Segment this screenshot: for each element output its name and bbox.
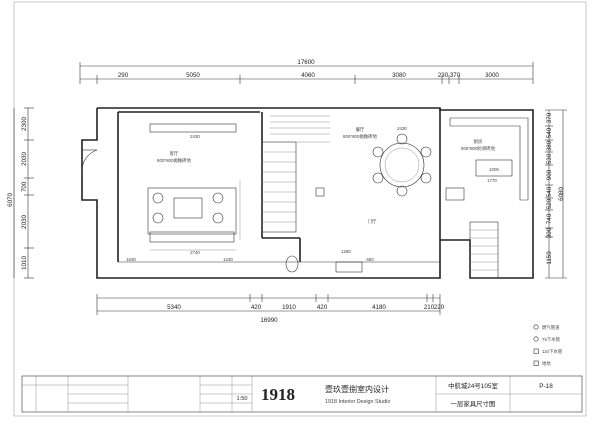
firm-logo: 1918 <box>261 385 295 404</box>
legend-item-1: 燃气管道 <box>542 324 560 331</box>
dim-left-2: 2030 <box>21 152 28 166</box>
dim-bottom-2: 420 <box>251 304 262 311</box>
legend-gas-icon <box>533 324 539 330</box>
dim-top-total: 17600 <box>297 59 315 66</box>
dim-top-6: 370 <box>450 72 461 79</box>
dim-right-6: 540 <box>546 186 553 197</box>
dim-right-total: 6080 <box>558 187 565 201</box>
dim-top-7: 3000 <box>485 72 499 79</box>
dim-bottom-total: 16990 <box>260 317 278 324</box>
stove <box>445 187 465 201</box>
staircase <box>261 115 330 233</box>
furn-dim-3: 1280 <box>341 249 351 254</box>
furn-dim-4: 2430 <box>397 126 407 131</box>
dim-top-3: 4060 <box>301 72 315 79</box>
project-name: 中航城24号105室 <box>448 381 498 390</box>
legend-item-2: 75下水管 <box>542 336 561 343</box>
page-number: P-18 <box>539 383 553 390</box>
furn-dim-7: 1630 <box>126 257 136 262</box>
dim-top-5: 230 <box>438 72 449 79</box>
dim-right-8: 740 <box>546 213 553 224</box>
furn-dim-2: 2740 <box>190 250 200 255</box>
furn-dim-6: 1000 <box>489 167 499 172</box>
coffee-table <box>173 197 203 219</box>
firm-name-cn: 壹玖壹捌室内设计 <box>325 384 389 394</box>
legend-drain75-icon <box>533 336 539 342</box>
dim-left-1: 2300 <box>21 117 28 131</box>
furn-dim-1: 2430 <box>190 134 200 139</box>
furn-dim-8: 1230 <box>223 257 233 262</box>
dim-right-3: 380 <box>546 140 553 151</box>
legend: 燃气管道 75下水管 110下水管 地坑 <box>533 324 563 367</box>
legend-pit-icon <box>533 360 539 366</box>
dim-right-1: 370 <box>546 112 553 123</box>
dim-right-4: 530 <box>546 153 553 164</box>
dim-left-3: 700 <box>21 181 28 192</box>
dim-top-2: 5050 <box>186 72 200 79</box>
dim-bottom-3: 1910 <box>282 304 296 311</box>
tv-cabinet <box>149 123 237 133</box>
dim-bottom-7: 220 <box>434 304 445 311</box>
top-dimensions: 17600 290 5050 4060 3080 230 370 3000 <box>79 59 534 84</box>
dim-bottom-4: 420 <box>317 304 328 311</box>
drawing-scale: 1:50 <box>237 396 248 402</box>
living-room-furniture: 2430 2740 <box>147 123 241 255</box>
room-kitchen-tile: 800*800防滑砖地 <box>461 145 496 152</box>
legend-item-4: 地坑 <box>542 360 551 367</box>
dim-bottom-1: 5340 <box>167 304 181 311</box>
dim-top-4: 3080 <box>392 72 406 79</box>
right-dimensions: 6080 370 540 380 530 900 540 520 740 300… <box>545 109 567 279</box>
dim-right-10: 1150 <box>546 251 553 265</box>
dim-left-total: 6070 <box>7 193 14 207</box>
island <box>475 159 513 177</box>
room-living-tile: 800*800抛釉砖地 <box>157 157 192 164</box>
dim-right-7: 520 <box>546 198 553 209</box>
title-block: 1918 壹玖壹捌室内设计 1918 Interior Design Studi… <box>21 375 583 413</box>
firm-name-en: 1918 Interior Design Studio <box>325 399 390 405</box>
toilet <box>285 255 299 273</box>
dining-table <box>379 142 425 188</box>
dim-right-9: 300 <box>546 227 553 238</box>
dim-right-5: 900 <box>546 169 553 180</box>
drawing-title: 一层家具尺寸图 <box>451 399 496 408</box>
dining-furniture: 1280 2430 <box>341 126 432 254</box>
bottom-dimensions: 5340 420 1910 420 4180 210 220 16990 <box>96 294 445 324</box>
room-labels: 客厅 800*800抛釉砖地 餐厅 800*800抛釉砖地 厨房 800*800… <box>157 126 496 225</box>
room-living-name: 客厅 <box>170 150 179 157</box>
room-foyer-name: 门厅 <box>368 218 377 225</box>
walls <box>81 107 534 279</box>
exterior-steps <box>469 221 499 279</box>
room-dining-tile: 800*800抛釉砖地 <box>343 133 378 140</box>
kitchen-furniture: 1770 1000 <box>445 117 529 201</box>
dim-bottom-5: 4180 <box>372 304 386 311</box>
dim-top-1: 290 <box>118 72 129 79</box>
legend-drain110-icon <box>533 348 539 354</box>
dim-bottom-6: 210 <box>424 304 435 311</box>
room-kitchen-name: 厨房 <box>474 138 483 145</box>
dim-left-4: 2030 <box>21 215 28 229</box>
sofa <box>149 231 235 243</box>
furn-dim-5: 1770 <box>487 178 497 183</box>
room-dining-name: 餐厅 <box>356 126 365 133</box>
left-dimensions: 6070 2300 2030 700 2030 1010 <box>7 107 34 279</box>
dim-left-5: 1010 <box>21 256 28 270</box>
dim-right-2: 540 <box>546 127 553 138</box>
legend-item-3: 110下水管 <box>542 348 563 355</box>
furn-dim-9: 650 <box>366 257 374 262</box>
foyer-furniture: 1630 1230 650 <box>126 187 374 273</box>
